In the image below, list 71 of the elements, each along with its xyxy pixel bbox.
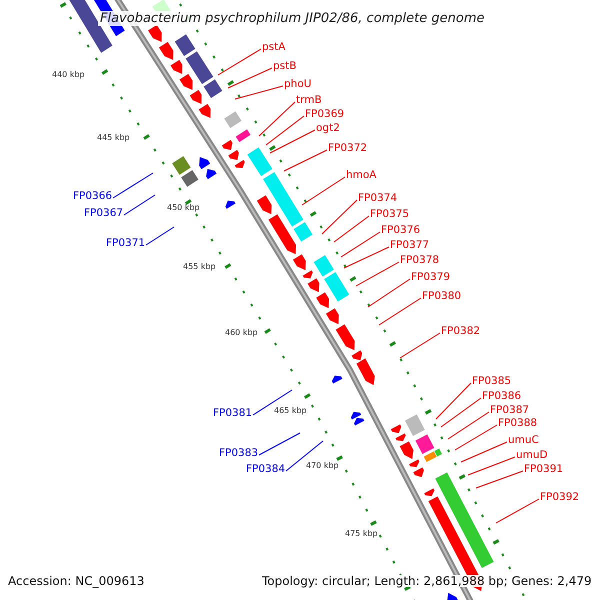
- tick-label: 470 kbp: [306, 462, 339, 470]
- leader-line: [400, 332, 440, 358]
- leader-line: [436, 382, 472, 420]
- map-title: Flavobacterium psychrophilum JIP02/86, complete genome: [98, 11, 487, 26]
- gene-label: pstA: [262, 42, 286, 52]
- leader-line: [146, 226, 174, 246]
- gene-label: FP0386: [482, 390, 522, 401]
- leader-line: [124, 194, 156, 216]
- leader-line: [356, 262, 400, 286]
- leader-line: [496, 498, 540, 524]
- leader-line: [266, 116, 304, 146]
- gene-label: FP0374: [358, 192, 398, 203]
- gene-label: FP0376: [381, 224, 420, 235]
- leader-line: [468, 456, 516, 476]
- gene-label: FP0367: [84, 208, 124, 218]
- leader-line: [476, 470, 524, 488]
- gene-label: FP0377: [390, 240, 430, 250]
- leader-line: [286, 440, 324, 472]
- gene-label: FP0385: [472, 376, 512, 386]
- gene-label: FP0382: [441, 326, 480, 336]
- gene-label: FP0375: [370, 208, 410, 219]
- gene-label: FP0383: [219, 448, 258, 458]
- leader-line: [270, 130, 316, 154]
- leader-line: [378, 298, 422, 326]
- gene-label: phoU: [284, 78, 312, 89]
- gene-label: FP0378: [400, 254, 440, 265]
- gene-label: FP0380: [422, 290, 462, 301]
- leader-line: [228, 68, 272, 88]
- gene-label: hmoA: [346, 170, 376, 180]
- gene-label: FP0388: [498, 418, 538, 428]
- leader-line: [454, 424, 498, 450]
- leader-line: [234, 86, 284, 100]
- tick-label: 440 kbp: [52, 71, 85, 79]
- gene-label: pstB: [273, 60, 296, 71]
- gene-label: FP0366: [73, 190, 112, 201]
- leader-line: [340, 232, 380, 258]
- genome-stats-label: Topology: circular; Length: 2,861,988 bp; Genes: 2,479: [262, 575, 592, 587]
- gene-label: FP0369: [305, 108, 344, 119]
- leader-line: [368, 278, 410, 308]
- gene-label: ogt2: [316, 122, 340, 133]
- gene-label: umuC: [508, 434, 539, 445]
- gene-label: FP0387: [490, 404, 530, 415]
- leader-line: [112, 172, 154, 198]
- leader-line: [302, 176, 346, 206]
- leader-line: [448, 412, 490, 440]
- gene-label: umuD: [516, 450, 548, 460]
- gene-label: trmB: [296, 94, 322, 105]
- leader-line: [344, 246, 390, 268]
- gene-label: FP0371: [106, 238, 146, 248]
- leader-line: [252, 390, 292, 416]
- leader-line: [284, 150, 328, 172]
- leader-line: [258, 102, 296, 136]
- tick-label: 450 kbp: [167, 204, 200, 212]
- gene-label: FP0372: [328, 142, 368, 153]
- leader-line: [334, 216, 370, 242]
- tick-label: 455 kbp: [183, 263, 216, 271]
- gene-label: FP0381: [213, 408, 252, 418]
- tick-label: 465 kbp: [274, 407, 307, 415]
- leader-line: [218, 48, 262, 76]
- leader-line: [460, 442, 508, 462]
- leader-line: [258, 432, 300, 456]
- gene-label: FP0384: [246, 464, 286, 474]
- leader-line: [322, 200, 358, 234]
- tick-label: 445 kbp: [97, 134, 130, 142]
- tick-label: 460 kbp: [225, 329, 258, 337]
- accession-label: Accession: NC_009613: [8, 575, 144, 587]
- gene-label: FP0379: [411, 272, 450, 282]
- gene-label: FP0392: [540, 492, 580, 502]
- tick-label: 475 kbp: [345, 530, 378, 538]
- gene-label: FP0391: [524, 464, 564, 474]
- leader-line: [440, 398, 482, 428]
